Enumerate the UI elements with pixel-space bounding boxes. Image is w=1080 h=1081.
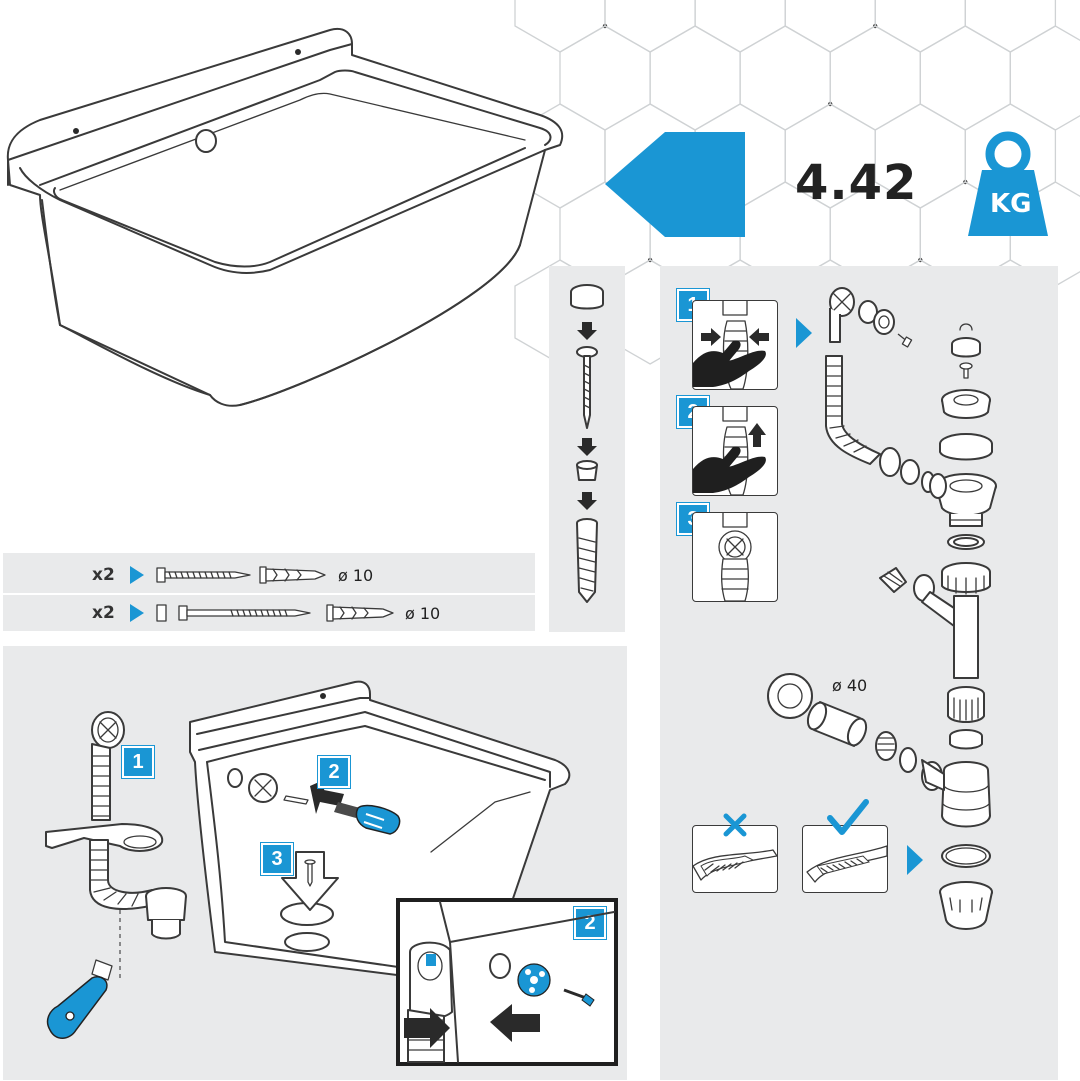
overflow-hose-illustration: [45, 711, 187, 1039]
fixing-qty: x2: [92, 565, 115, 585]
step-badge: 1: [121, 745, 155, 779]
arrow-right-icon: [907, 845, 923, 875]
screw-icon: [156, 604, 394, 622]
arrow-right-icon: [796, 318, 812, 348]
plug-sequence: [570, 284, 604, 603]
hexagon-cell: [604, 0, 696, 53]
seal-wrong-illustration: [692, 849, 778, 881]
arrow-right-icon: [130, 566, 144, 584]
screw-icon: [156, 566, 326, 584]
hexagon-cell: [964, 0, 1057, 53]
fixing-diameter: ø 10: [405, 604, 441, 623]
sink-illustration: [6, 28, 564, 407]
screwdriver-illustration: [283, 778, 401, 835]
drain-exploded-view: [767, 287, 997, 930]
pipe-diameter: ø 40: [832, 676, 868, 695]
hand-squeeze-illustration: [693, 300, 769, 390]
hexagon-cell: [784, 0, 876, 53]
fixings-panel: [3, 553, 535, 631]
weight-unit: KG: [990, 189, 1032, 219]
fixing-qty: x2: [92, 603, 115, 623]
hexagon-cell: [739, 25, 831, 131]
hexagon-cell: [649, 25, 741, 131]
arrow-right-icon: [130, 604, 144, 622]
hexagon-cell: [694, 0, 786, 53]
hexagon-cell: [874, 0, 966, 53]
hexagon-cell: [829, 25, 921, 131]
step-badge: 3: [260, 842, 294, 876]
step-badge: 2: [573, 906, 607, 940]
weight-value: 4.42: [795, 155, 918, 211]
hexagon-cell: [1009, 25, 1080, 131]
cross-icon: [723, 813, 747, 837]
drain-panel: [660, 266, 1058, 1080]
overflow-fitted-illustration: [718, 512, 752, 602]
arrow-down-icon: [281, 851, 339, 911]
hand-lift-illustration: [693, 406, 766, 496]
check-icon: [827, 799, 869, 835]
hexagon-cell: [919, 25, 1011, 131]
weight-icon: [968, 131, 1048, 236]
detail-screw-illustration: [404, 901, 615, 1063]
fixing-diameter: ø 10: [338, 566, 374, 585]
seal-right-illustration: [806, 845, 888, 883]
step-badge: 2: [317, 755, 351, 789]
left-arrow-icon: [605, 132, 745, 237]
